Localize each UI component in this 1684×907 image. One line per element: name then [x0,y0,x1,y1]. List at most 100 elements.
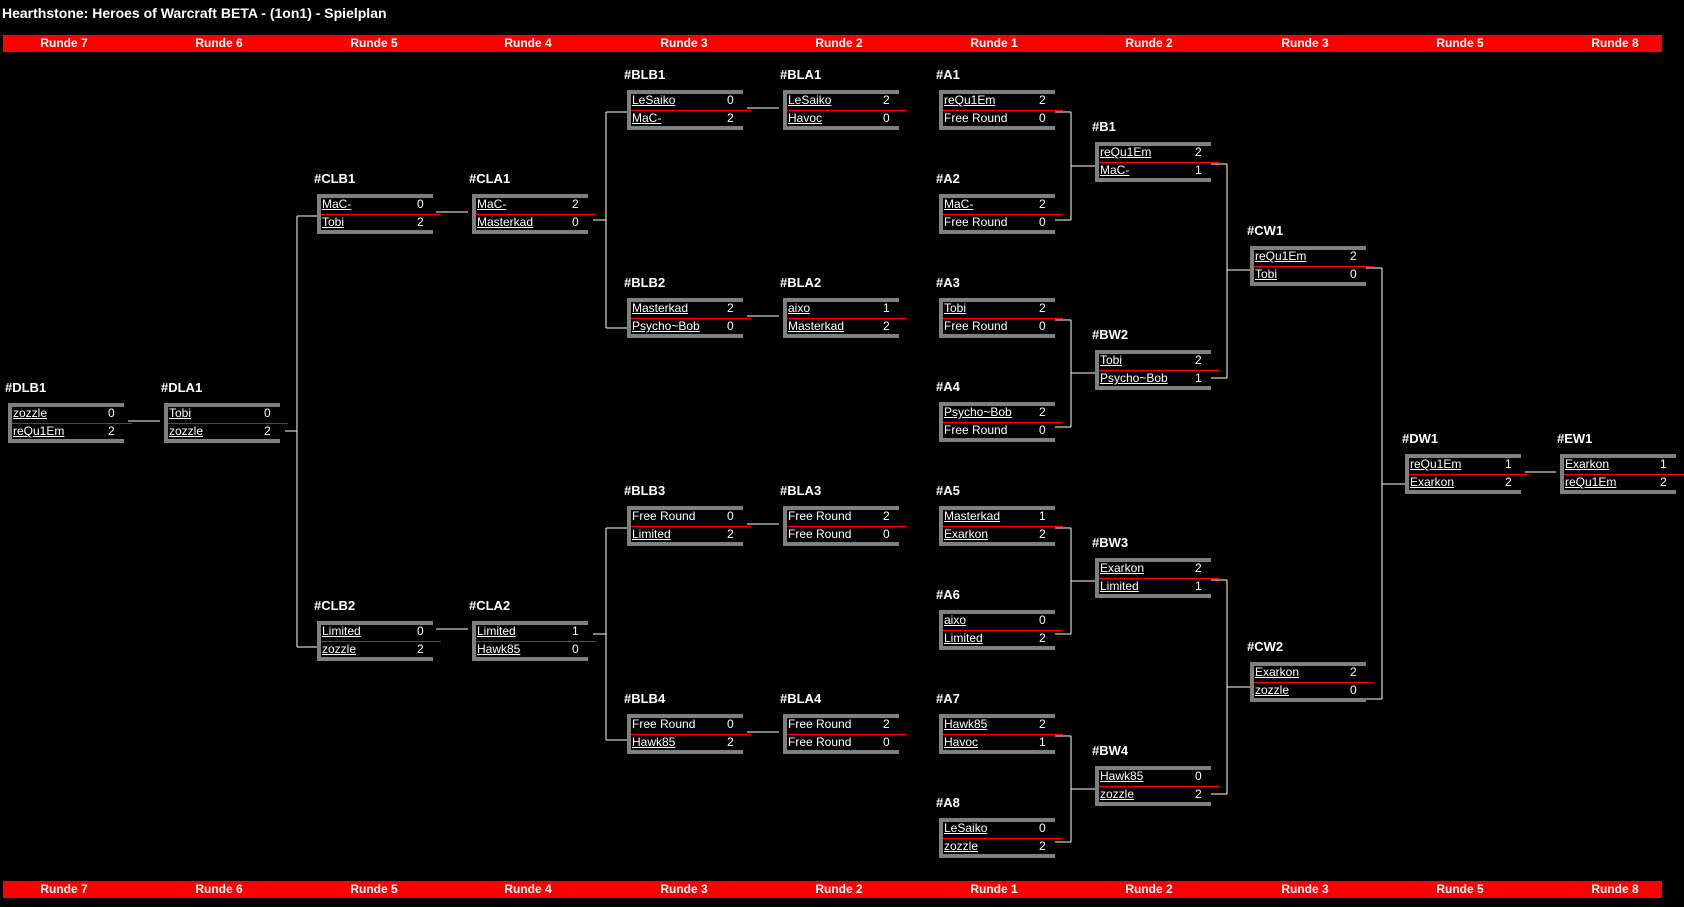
match-divider [943,318,1063,319]
free-round-label: Free Round [788,509,852,523]
player-name-link[interactable]: MaC- [632,111,662,125]
player-name-link[interactable]: LeSaiko [944,821,988,835]
player-name-link[interactable]: MaC- [322,197,352,211]
player-row: zozzle 2 [944,837,1052,855]
player-score: 2 [1039,93,1046,107]
player-row: LeSaiko 0 [632,91,740,109]
player-name-link[interactable]: zozzle [169,424,204,438]
free-round-label: Free Round [632,717,696,731]
match-divider [631,110,751,111]
player-name-link[interactable]: reQu1Em [944,93,996,107]
player-score: 2 [1039,839,1046,853]
player-name-link[interactable]: zozzle [944,839,979,853]
player-name-link[interactable]: Tobi [944,301,967,315]
player-name-link[interactable]: Psycho~Bob [944,405,1012,419]
player-score: 2 [1039,301,1046,315]
player-name-link[interactable]: Exarkon [1255,665,1300,679]
player-name-link[interactable]: LeSaiko [632,93,676,107]
player-name-link[interactable]: Tobi [169,406,192,420]
player-name-link[interactable]: reQu1Em [1100,145,1152,159]
player-name-link[interactable]: Limited [322,624,361,638]
player-name-link[interactable]: Limited [477,624,516,638]
player-name-link[interactable]: aixo [944,613,967,627]
player-name-link[interactable]: MaC- [1100,163,1130,177]
player-name-link[interactable]: Limited [632,527,671,541]
player-name-link[interactable]: Masterkad [788,319,845,333]
match-id-label: #CLB1 [314,171,356,186]
player-name-link[interactable]: reQu1Em [13,424,65,438]
round-label: Runde 7 [40,882,88,896]
match-frame [1095,142,1211,182]
player-name-link[interactable]: Limited [1100,579,1139,593]
player-name-link[interactable]: aixo [788,301,811,315]
player-name-link[interactable]: Exarkon [944,527,989,541]
player-score: 2 [1039,405,1046,419]
player-name-link[interactable]: reQu1Em [1410,457,1462,471]
player-name-link[interactable]: MaC- [944,197,974,211]
player-name-link[interactable]: Havoc [944,735,979,749]
match-id-label: #BLB4 [624,691,666,706]
match-frame [939,714,1055,754]
player-name-link[interactable]: Exarkon [1100,561,1145,575]
match-id-label: #BW3 [1092,535,1129,550]
player-score: 2 [727,301,734,315]
match-frame [627,298,743,338]
round-label: Runde 1 [970,36,1018,50]
player-name-link[interactable]: zozzle [322,642,357,656]
player-name-link[interactable]: MaC- [477,197,507,211]
player-score: 1 [1039,509,1046,523]
player-name-link[interactable]: LeSaiko [788,93,832,107]
free-round-label: Free Round [632,509,696,523]
player-row: MaC-0 [322,195,430,213]
player-score: 1 [572,624,579,638]
player-score: 2 [1039,197,1046,211]
round-label: Runde 3 [660,36,708,50]
match-frame [1095,558,1211,598]
page-title: Hearthstone: Heroes of Warcraft BETA - (… [2,5,387,21]
player-name-link[interactable]: zozzle [1100,787,1135,801]
player-name-link[interactable]: Masterkad [944,509,1001,523]
match-frame [939,402,1055,442]
match-frame [1560,454,1676,494]
player-name-link[interactable]: Psycho~Bob [1100,371,1168,385]
player-name-link[interactable]: Limited [944,631,983,645]
player-name-link[interactable]: Masterkad [477,215,534,229]
player-score: 0 [727,319,734,333]
player-name-link[interactable]: zozzle [13,406,48,420]
player-score: 2 [1039,631,1046,645]
player-name-link[interactable]: Exarkon [1565,457,1610,471]
player-score: 2 [883,509,890,523]
player-name-link[interactable]: Hawk85 [632,735,676,749]
player-name-link[interactable]: Psycho~Bob [632,319,700,333]
player-name-link[interactable]: reQu1Em [1565,475,1617,489]
player-name-link[interactable]: reQu1Em [1255,249,1307,263]
player-name-link[interactable]: Havoc [788,111,823,125]
round-label: Runde 4 [504,882,552,896]
player-name-link[interactable]: Hawk85 [944,717,988,731]
player-name-link[interactable]: Tobi [322,215,345,229]
player-score: 0 [727,509,734,523]
player-name-link[interactable]: Tobi [1100,353,1123,367]
player-name-link[interactable]: zozzle [1255,683,1290,697]
player-name-link[interactable]: Exarkon [1410,475,1455,489]
player-name-link[interactable]: Hawk85 [1100,769,1144,783]
match-frame [1250,246,1366,286]
player-name-link[interactable]: Tobi [1255,267,1278,281]
player-name-link[interactable]: Hawk85 [477,642,521,656]
player-score: 1 [1505,457,1512,471]
player-score: 0 [727,93,734,107]
player-name-link[interactable]: Masterkad [632,301,689,315]
